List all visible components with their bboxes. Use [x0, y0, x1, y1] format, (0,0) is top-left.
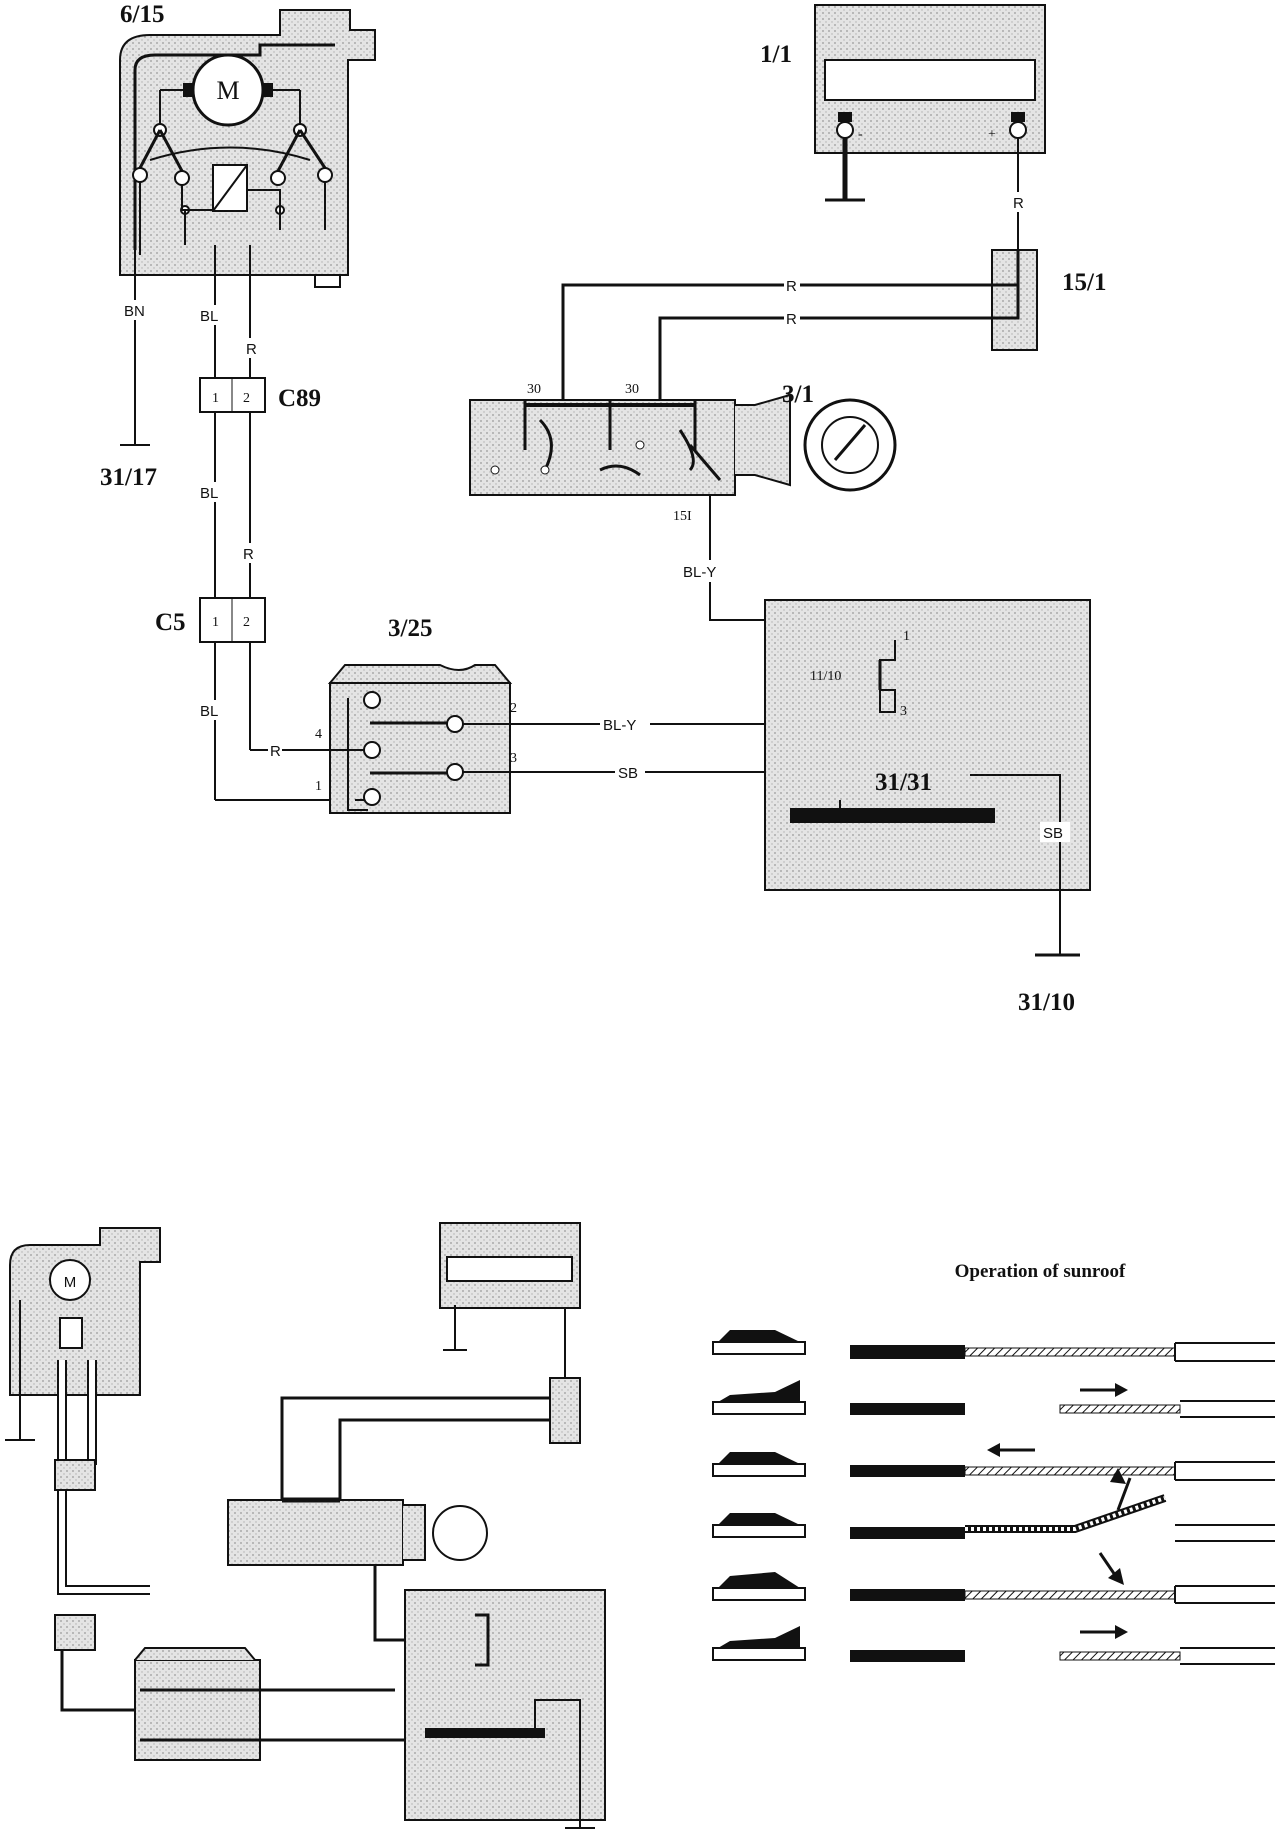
motor-unit: M	[119, 9, 376, 288]
connector-c5-label: C5	[155, 609, 186, 636]
connector-c5: 1 2	[199, 597, 266, 643]
ground-control-label: 31/10	[1018, 989, 1075, 1016]
svg-text:30: 30	[527, 382, 541, 397]
wire-label-bl: BL	[200, 485, 218, 502]
operation-step-tilt-up	[712, 1468, 1275, 1542]
motor-label: 6/15	[120, 1, 164, 28]
wire-label-r: R	[246, 341, 257, 358]
ignition-switch: 30 30	[469, 382, 897, 496]
svg-text:4: 4	[315, 727, 322, 742]
wire-label-r: R	[786, 278, 797, 295]
operation-panel	[712, 1330, 1275, 1665]
svg-text:1: 1	[212, 615, 219, 630]
svg-text:30: 30	[625, 382, 639, 397]
motor-symbol: M	[216, 76, 239, 105]
svg-text:M: M	[64, 1274, 77, 1291]
fuse-label: 15/1	[1062, 269, 1106, 296]
wire-label-bl: BL	[200, 308, 218, 325]
wire-label-bl-y: BL-Y	[603, 717, 636, 734]
svg-text:11/10: 11/10	[810, 669, 841, 684]
current-flow-diagram: M	[5, 1222, 606, 1829]
operation-title: Operation of sunroof	[955, 1261, 1126, 1282]
wire-label-bl-y: BL-Y	[683, 564, 716, 581]
svg-text:2: 2	[243, 615, 250, 630]
operation-step-tilt-down	[712, 1552, 1275, 1604]
connector-c89: 1 2	[199, 377, 266, 413]
battery: - +	[814, 4, 1046, 250]
svg-text:+: +	[988, 127, 996, 142]
svg-text:2: 2	[510, 701, 517, 716]
connector-c89-label: C89	[278, 385, 321, 412]
wire-label-r: R	[786, 311, 797, 328]
ignition-switch-label: 3/1	[782, 381, 814, 408]
svg-text:2: 2	[243, 391, 250, 406]
control-unit: 11/10 1 3	[764, 599, 1091, 957]
wire-label-r: R	[270, 743, 281, 760]
wire-label-bn: BN	[124, 303, 145, 320]
operation-step-open	[712, 1380, 1275, 1418]
control-unit-label: 31/31	[875, 769, 932, 796]
battery-label: 1/1	[760, 41, 792, 68]
svg-text:-: -	[858, 127, 863, 142]
wire-label-r: R	[243, 546, 254, 563]
wire-label-r: R	[1013, 195, 1024, 212]
operation-step-close	[712, 1443, 1275, 1481]
svg-text:3: 3	[510, 751, 517, 766]
operation-step-open-2	[712, 1625, 1275, 1665]
sunroof-switch: 4 1 2 3	[265, 664, 517, 814]
ground-motor-label: 31/17	[100, 464, 157, 491]
svg-text:3: 3	[900, 704, 907, 719]
wire-label-bl: BL	[200, 703, 218, 720]
svg-text:1: 1	[903, 629, 910, 644]
wire-label-sb: SB	[618, 765, 638, 782]
ignition-key-icon	[803, 398, 897, 492]
operation-step-closed	[712, 1330, 1275, 1362]
svg-text:1: 1	[315, 779, 322, 794]
sunroof-switch-label: 3/25	[388, 615, 432, 642]
fuse-box	[991, 249, 1038, 351]
pin-15-label: 15I	[673, 509, 692, 524]
wire-label-sb: SB	[1043, 825, 1063, 842]
svg-text:1: 1	[212, 391, 219, 406]
